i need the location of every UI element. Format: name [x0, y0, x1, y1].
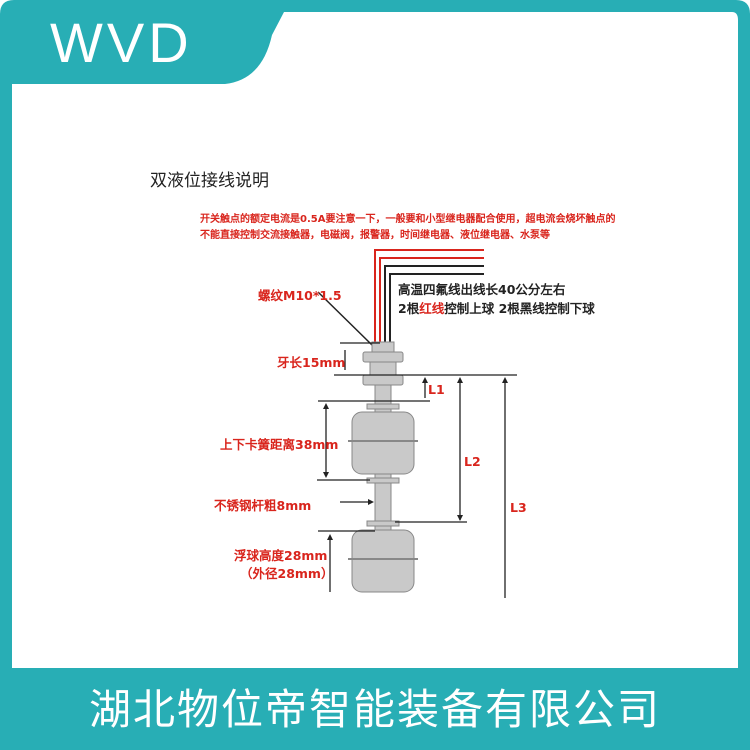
- wire-info-red: 红线: [419, 301, 445, 316]
- note-line-2: 不能直接控制交流接触器，电磁阀，报警器，时间继电器、液位继电器、水泵等: [200, 230, 550, 241]
- label-float-diameter: （外径28mm）: [240, 566, 334, 581]
- label-float-height: 浮球高度28mm: [234, 548, 328, 563]
- label-clip-distance: 上下卡簧距离38mm: [220, 437, 339, 452]
- note-line-1: 开关触点的额定电流是0.5A要注意一下，一般要和小型继电器配合使用，超电流会烧坏…: [200, 214, 616, 225]
- label-l1: L1: [428, 382, 445, 397]
- label-rod: 不锈钢杆粗8mm: [214, 498, 312, 513]
- label-thread-length: 牙长15mm: [277, 355, 346, 370]
- label-l3: L3: [510, 500, 527, 515]
- company-name: 湖北物位帝智能装备有限公司: [88, 685, 661, 734]
- wire-info-prefix: 2根: [398, 301, 420, 316]
- diagram-title: 双液位接线说明: [150, 171, 269, 191]
- label-l2: L2: [464, 454, 481, 469]
- label-thread: 螺纹M10*1.5: [258, 288, 342, 303]
- wire-info-line-1: 高温四氟线出线长40公分左右: [398, 282, 566, 297]
- wire-info-rest: 控制上球 2根黑线控制下球: [444, 301, 595, 316]
- brand-logo: WVD: [50, 11, 193, 74]
